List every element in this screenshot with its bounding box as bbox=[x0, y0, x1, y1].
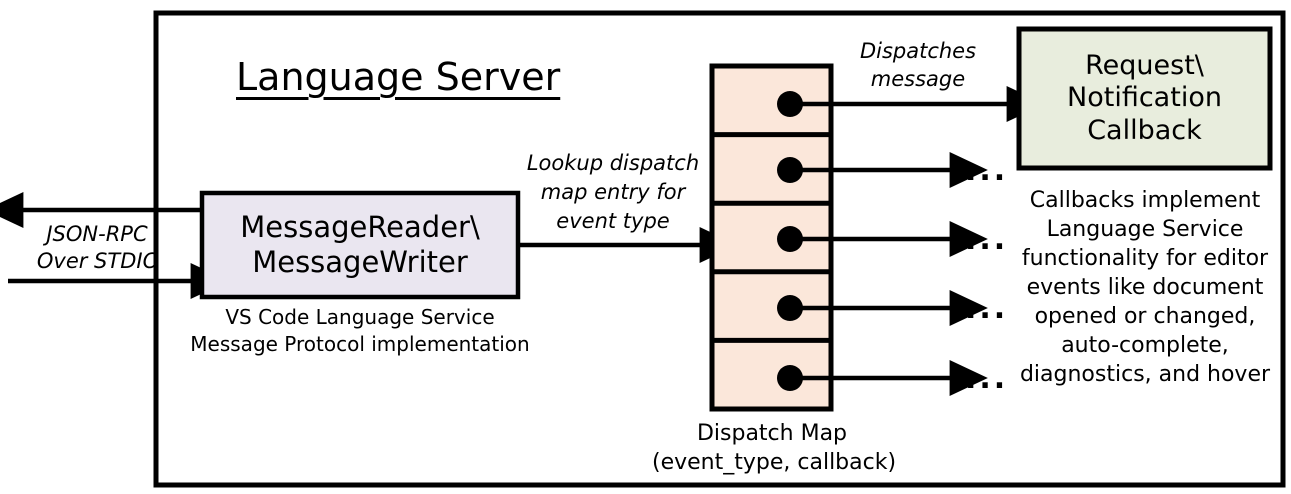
request-notification-callback-box[interactable] bbox=[1016, 26, 1273, 171]
message-io-caption-line2: Message Protocol implementation bbox=[190, 332, 530, 356]
dispatch-message-label-line1: Dispatches bbox=[859, 39, 977, 63]
callback-box-line1: Request\ bbox=[1085, 49, 1204, 81]
callback-caption-line2: Language Service bbox=[1046, 217, 1244, 242]
callback-caption-line4: events like document bbox=[1026, 275, 1264, 300]
message-reader-writer-box[interactable] bbox=[199, 190, 521, 300]
jsonrpc-label-line2: Over STDIO bbox=[36, 249, 160, 273]
dispatch-row-3-ellipsis: ... bbox=[965, 222, 1009, 257]
dispatch-row-2-ellipsis: ... bbox=[965, 153, 1009, 188]
callback-caption-line7: diagnostics, and hover bbox=[1019, 362, 1271, 387]
message-io-caption-line1: VS Code Language Service bbox=[225, 305, 495, 329]
callback-caption-line6: auto-complete, bbox=[1061, 333, 1229, 358]
message-reader-writer-label: MessageReader\ MessageWriter bbox=[202, 193, 518, 297]
dispatch-row-5-ellipsis: ... bbox=[965, 361, 1009, 396]
lookup-label-line3: event type bbox=[556, 209, 670, 233]
lookup-label-line1: Lookup dispatch bbox=[526, 151, 700, 175]
callback-box-line2: Notification bbox=[1067, 82, 1222, 114]
message-reader-line: MessageReader\ bbox=[240, 210, 480, 245]
callback-box-label: Request\ Notification Callback bbox=[1019, 29, 1270, 168]
language-server-frame bbox=[153, 10, 1286, 488]
jsonrpc-label-line1: JSON-RPC bbox=[46, 222, 148, 246]
dispatch-map-caption-line2: (event_type, callback) bbox=[652, 450, 897, 475]
message-writer-line: MessageWriter bbox=[252, 245, 468, 279]
dispatch-map-caption-line1: Dispatch Map bbox=[696, 421, 848, 446]
page-title: Language Server bbox=[236, 55, 561, 99]
callback-box-line3: Callback bbox=[1087, 114, 1202, 146]
callback-caption-line5: opened or changed, bbox=[1034, 304, 1256, 329]
callback-caption-line3: functionality for editor bbox=[1021, 246, 1269, 271]
lookup-label-line2: map entry for bbox=[540, 180, 686, 204]
dispatch-message-label-line2: message bbox=[870, 67, 966, 91]
callback-caption-line1: Callbacks implement bbox=[1029, 188, 1261, 213]
dispatch-row-4-ellipsis: ... bbox=[965, 291, 1009, 326]
